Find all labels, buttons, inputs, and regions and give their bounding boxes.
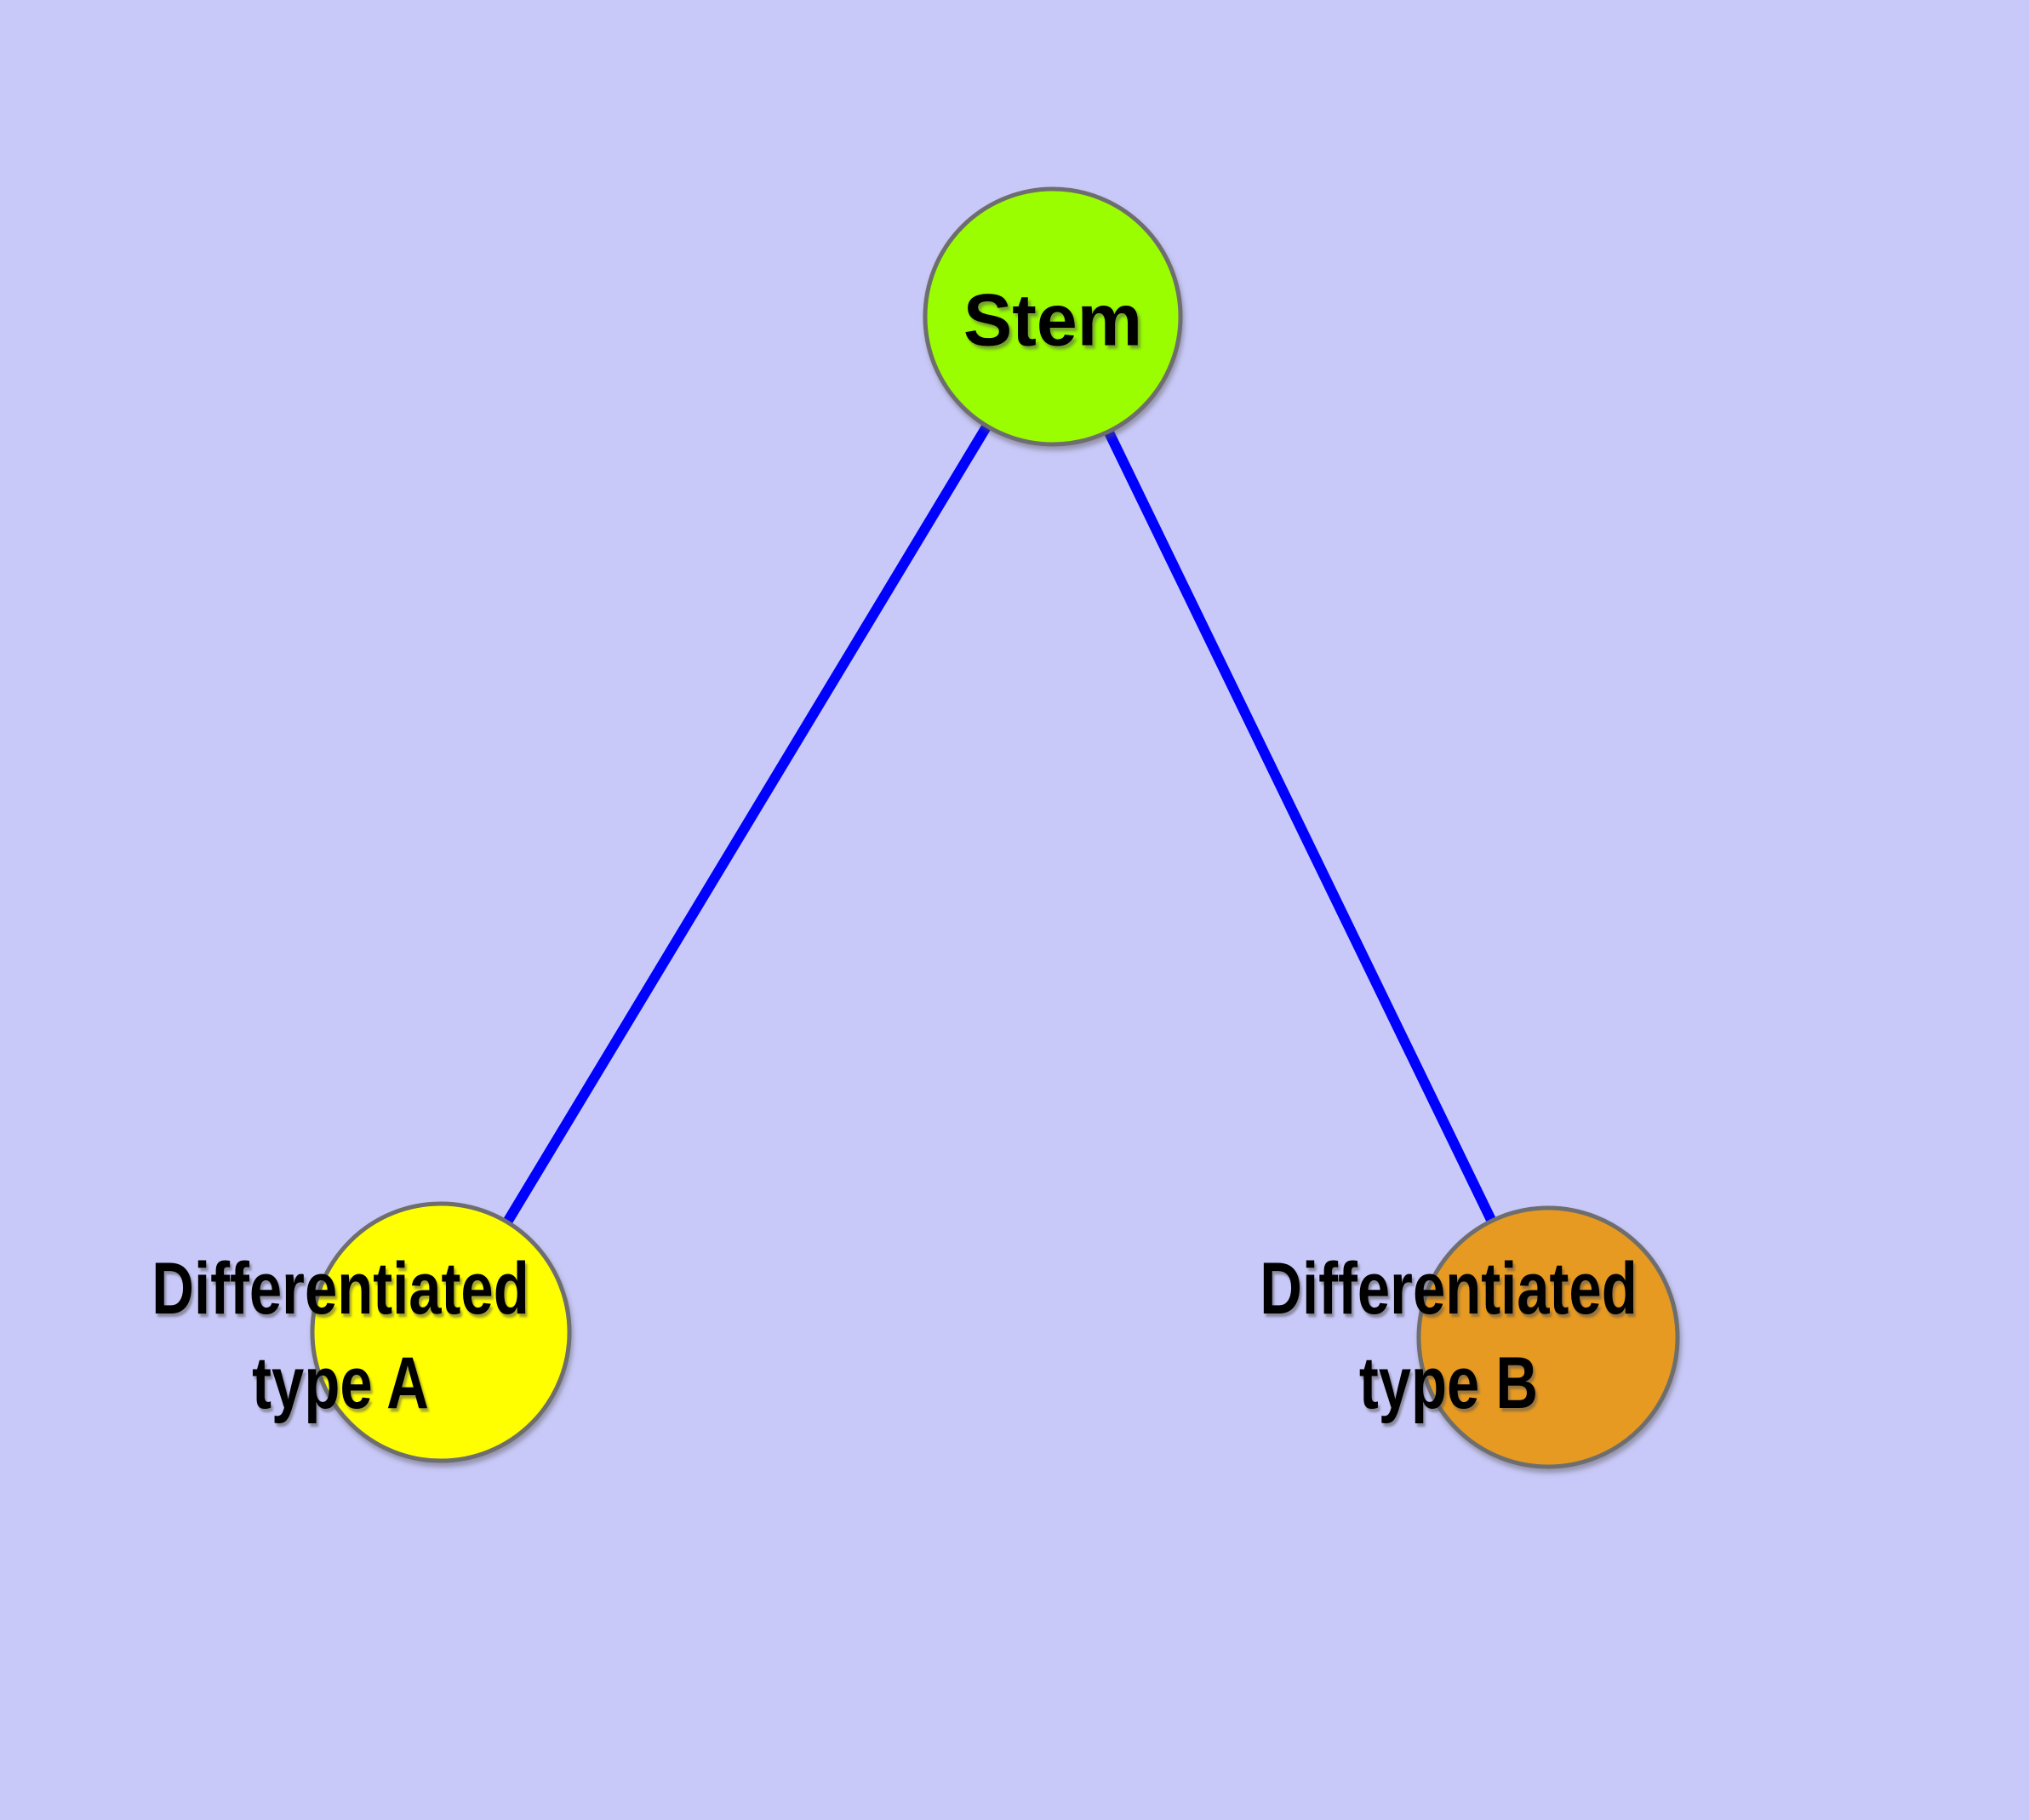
node-type-b-circle <box>1416 1205 1680 1469</box>
edge-stem-to-type-a <box>436 313 1058 1336</box>
edge-stem-to-type-b <box>1048 314 1553 1340</box>
node-type-b-label: Differentiated type B <box>1260 1248 1637 1424</box>
node-type-a-circle <box>310 1201 572 1463</box>
node-stem-label: Stem <box>963 279 1143 362</box>
node-stem-circle <box>923 186 1183 447</box>
node-type-a-label: Differentiated type A <box>151 1248 529 1424</box>
